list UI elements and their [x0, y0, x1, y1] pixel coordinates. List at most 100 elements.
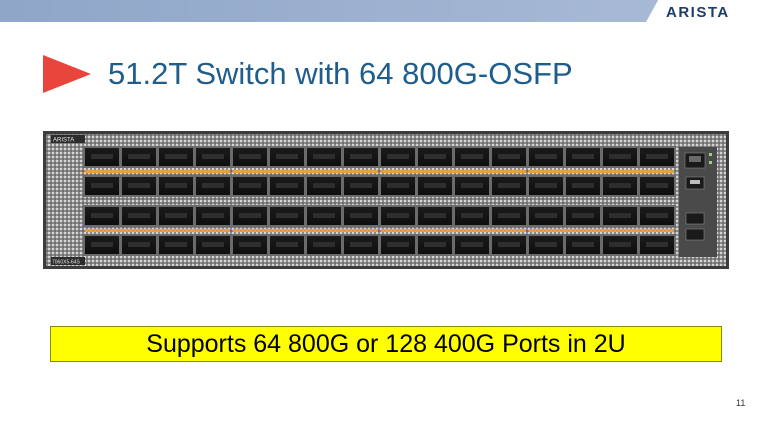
port-cage	[231, 205, 380, 227]
port-led-strip	[233, 170, 378, 173]
port-slot	[461, 154, 483, 159]
port-slot	[276, 154, 298, 159]
port-led-strip	[381, 170, 526, 173]
arista-logo-icon: ARISTA	[666, 4, 730, 21]
switch-image: ARISTA 7060X5-64S	[43, 131, 729, 269]
port-array	[83, 146, 676, 256]
port-slot	[424, 213, 446, 218]
port-cage	[83, 175, 232, 197]
port-slot	[609, 183, 631, 188]
port-slot	[572, 242, 594, 247]
port-led-strip	[529, 170, 674, 173]
port-slot	[609, 154, 631, 159]
port-slot	[424, 242, 446, 247]
port-slot	[350, 183, 372, 188]
port-slot	[313, 183, 335, 188]
port-slot	[572, 213, 594, 218]
port-slot	[646, 213, 668, 218]
port-slot	[387, 213, 409, 218]
sfp-port-icon	[685, 228, 705, 241]
port-slot	[91, 213, 113, 218]
port-slot	[498, 183, 520, 188]
port-slot	[535, 213, 557, 218]
port-slot	[646, 154, 668, 159]
port-slot	[424, 183, 446, 188]
port-cage	[527, 146, 676, 168]
port-slot	[313, 154, 335, 159]
port-slot	[165, 154, 187, 159]
highlight-banner: Supports 64 800G or 128 400G Ports in 2U	[50, 326, 722, 362]
port-slot	[387, 183, 409, 188]
port-slot	[461, 242, 483, 247]
port-slot	[387, 242, 409, 247]
port-slot	[313, 242, 335, 247]
port-slot	[91, 242, 113, 247]
port-slot	[461, 213, 483, 218]
port-cage	[379, 175, 528, 197]
port-slot	[202, 242, 224, 247]
port-slot	[498, 154, 520, 159]
port-cage	[379, 146, 528, 168]
banner-text: Supports 64 800G or 128 400G Ports in 2U	[146, 329, 626, 358]
port-slot	[165, 213, 187, 218]
port-slot	[128, 242, 150, 247]
port-cage	[527, 205, 676, 227]
port-slot	[498, 242, 520, 247]
port-led-strip	[233, 229, 378, 232]
port-slot	[535, 154, 557, 159]
port-cage	[379, 205, 528, 227]
port-cage	[83, 234, 232, 256]
port-slot	[202, 213, 224, 218]
port-cage	[527, 175, 676, 197]
port-slot	[128, 183, 150, 188]
led-indicator	[709, 161, 712, 164]
port-slot	[276, 183, 298, 188]
sfp-port-icon	[685, 212, 705, 225]
model-label: 7060X5-64S	[52, 260, 80, 266]
port-slot	[239, 183, 261, 188]
port-cage	[527, 234, 676, 256]
port-slot	[350, 154, 372, 159]
slide-title: 51.2T Switch with 64 800G-OSFP	[108, 56, 573, 91]
port-slot	[239, 242, 261, 247]
port-slot	[350, 242, 372, 247]
port-cage	[83, 146, 232, 168]
port-cage	[231, 146, 380, 168]
port-slot	[202, 183, 224, 188]
port-slot	[239, 154, 261, 159]
top-bar-gradient	[0, 0, 768, 22]
port-slot	[91, 154, 113, 159]
port-slot	[646, 242, 668, 247]
port-slot	[572, 183, 594, 188]
port-slot	[387, 154, 409, 159]
port-slot	[572, 154, 594, 159]
led-indicator	[709, 153, 712, 156]
port-slot	[128, 213, 150, 218]
top-bar	[0, 0, 768, 22]
port-slot	[609, 213, 631, 218]
port-slot	[91, 183, 113, 188]
port-led-strip	[381, 229, 526, 232]
port-cage	[231, 234, 380, 256]
port-slot	[276, 242, 298, 247]
port-slot	[350, 213, 372, 218]
page-number: 11	[736, 398, 746, 408]
port-slot	[202, 154, 224, 159]
brand-plate	[51, 135, 85, 143]
port-slot	[276, 213, 298, 218]
port-slot	[609, 242, 631, 247]
port-slot	[461, 183, 483, 188]
rj45-port-icon	[689, 156, 701, 162]
port-slot	[165, 183, 187, 188]
port-slot	[498, 213, 520, 218]
usb-port-icon	[690, 180, 700, 184]
model-plate	[51, 257, 85, 265]
arrow-bullet-icon	[43, 55, 91, 93]
logo-panel	[646, 0, 768, 22]
port-slot	[535, 242, 557, 247]
port-slot	[313, 213, 335, 218]
port-slot	[239, 213, 261, 218]
port-cage	[379, 234, 528, 256]
port-slot	[646, 183, 668, 188]
